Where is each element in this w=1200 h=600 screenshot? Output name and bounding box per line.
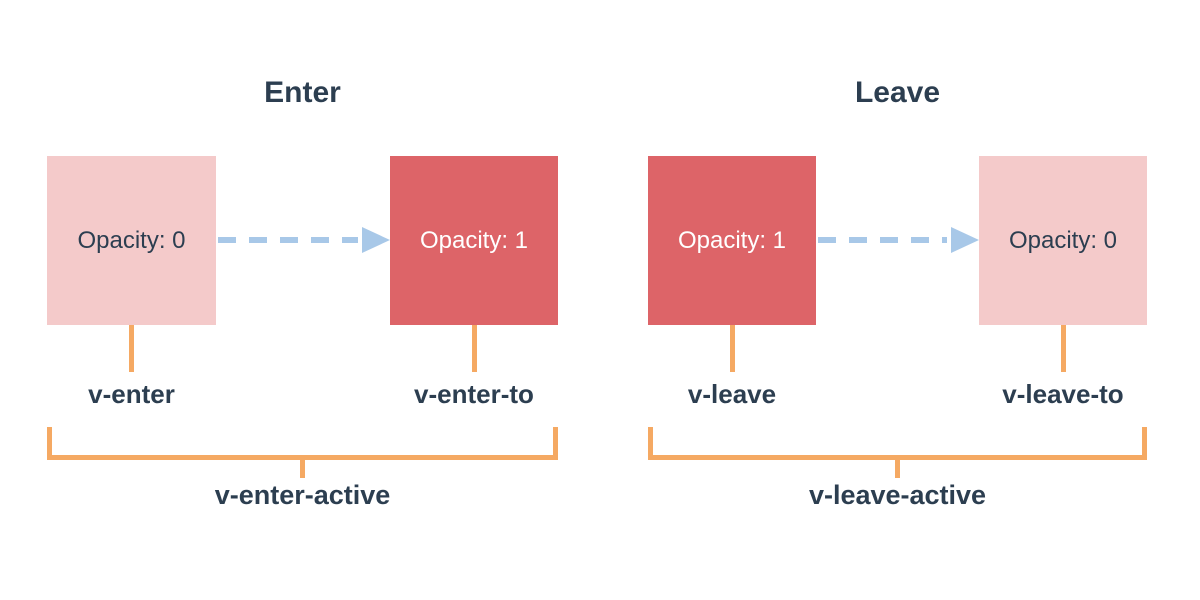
leave-group-title: Leave [854,76,941,109]
enter-transition-arrow-icon [218,227,390,253]
enter-from-connector-line [129,325,134,372]
enter-start-state-label: Opacity: 0 [77,226,186,254]
leave-end-state-box: Opacity: 0 [979,156,1147,325]
enter-end-state-box: Opacity: 1 [390,156,558,325]
leave-start-state-label: Opacity: 1 [677,226,787,254]
leave-start-state-box: Opacity: 1 [648,156,816,325]
enter-active-phase-bracket-stem [300,458,305,478]
enter-to-class-label: v-enter-to [414,379,534,409]
leave-from-connector-line [730,325,735,372]
leave-end-state-label: Opacity: 0 [1008,226,1118,254]
leave-from-class-label: v-leave [687,379,777,409]
enter-active-class-label: v-enter-active [214,480,391,510]
leave-active-class-label: v-leave-active [808,480,987,510]
enter-active-phase-bracket [47,427,558,460]
leave-to-class-label: v-leave-to [1002,379,1124,409]
leave-to-connector-line [1061,325,1066,372]
enter-end-state-label: Opacity: 1 [419,226,529,254]
enter-from-class-label: v-enter [88,379,175,409]
enter-start-state-box: Opacity: 0 [47,156,216,325]
leave-active-phase-bracket [648,427,1147,460]
leave-transition-arrow-icon [818,227,979,253]
enter-to-connector-line [472,325,477,372]
leave-active-phase-bracket-stem [895,458,900,478]
enter-group-title: Enter [264,76,341,109]
